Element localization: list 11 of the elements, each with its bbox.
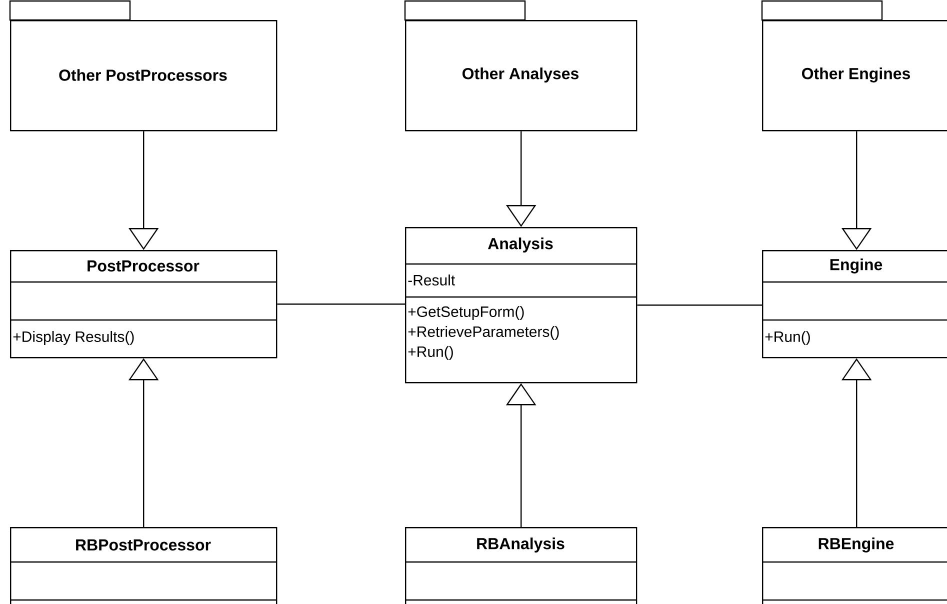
class-box: Analysis -Result +GetSetupForm() +RetrieveParameters() +Run() [405, 227, 638, 384]
class-box: RBAnalysis [405, 527, 638, 604]
class-box: PostProcessor +Display Results() [10, 250, 278, 358]
package-folder: Other Engines [761, 0, 947, 132]
class-box: RBEngine [762, 527, 947, 604]
package-folder: Other PostProcessors [9, 0, 278, 132]
package-folder: Other Analyses [404, 0, 638, 132]
class-box: Engine +Run() [762, 250, 947, 358]
association-line [277, 304, 405, 305]
association-line [637, 304, 762, 306]
class-box: RBPostProcessor [10, 527, 278, 604]
